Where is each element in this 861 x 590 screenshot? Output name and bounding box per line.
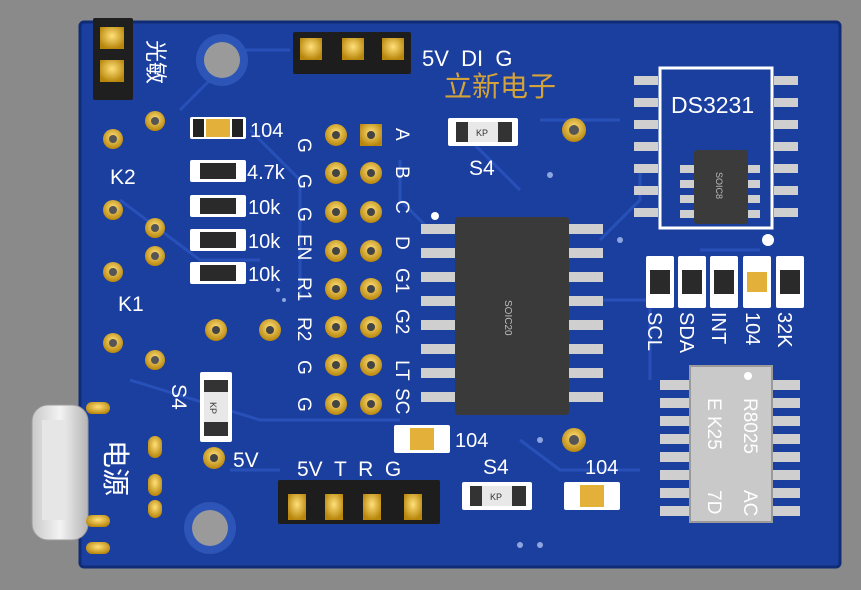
ds3231-label: DS3231 (671, 92, 754, 118)
svg-text:A: A (391, 128, 412, 141)
r47k-label: 4.7k (247, 162, 286, 184)
r10k-label-c: 10k (248, 264, 281, 286)
svg-text:G: G (293, 360, 314, 375)
k2-label: K2 (110, 166, 136, 189)
pin-labels-right: A B C D G1 G2 LT SC (391, 128, 412, 414)
s4-top-label: S4 (469, 157, 495, 180)
brand-label: 立新电子 (444, 71, 556, 102)
svg-text:R8025: R8025 (739, 398, 760, 454)
svg-text:KP: KP (490, 492, 502, 502)
smd-resistor-column (190, 117, 246, 284)
svg-text:EN: EN (293, 234, 314, 260)
svg-text:G: G (293, 174, 314, 189)
top-header-label: 5V DI G (422, 46, 512, 71)
s4-switch-bottom: KP (462, 482, 532, 510)
ds3231-module (634, 66, 798, 246)
pin-header-pads (325, 124, 382, 415)
rx8025-text: R8025 AC E K25 7D (703, 398, 760, 516)
mounting-holes (184, 34, 586, 554)
vias (276, 172, 623, 548)
svg-text:C: C (391, 200, 412, 214)
switch-pads (103, 111, 165, 370)
svg-text:KP: KP (476, 128, 488, 138)
c104-label-a: 104 (250, 120, 283, 142)
s4-left-label: S4 (167, 384, 190, 410)
bottom-header-connector (278, 480, 440, 524)
svg-text:R2: R2 (293, 317, 314, 341)
svg-text:SCL: SCL (643, 312, 665, 351)
s4-bottom-label: S4 (483, 456, 509, 479)
svg-text:32K: 32K (773, 312, 795, 348)
rtc-passives (646, 256, 804, 308)
svg-text:LT: LT (391, 360, 412, 381)
s4-switch-top: KP (448, 118, 518, 146)
light-sensor-jumper (93, 18, 133, 100)
soic8-label: SOIC8 (714, 172, 724, 199)
svg-text:E K25: E K25 (703, 398, 724, 450)
svg-text:SDA: SDA (675, 312, 697, 354)
svg-text:D: D (391, 236, 412, 250)
power-label: 电源 (100, 440, 131, 496)
v5-label: 5V (233, 449, 259, 472)
rx8025-module (660, 365, 800, 523)
svg-text:SC: SC (391, 388, 412, 414)
c104-label-c: 104 (585, 457, 618, 479)
svg-text:G: G (293, 397, 314, 412)
pin-labels-left: G G G EN R1 R2 G G (293, 138, 314, 412)
c104-label-b: 104 (455, 430, 488, 452)
svg-text:B: B (391, 166, 412, 179)
svg-text:G2: G2 (391, 309, 412, 334)
svg-text:G1: G1 (391, 268, 412, 293)
top-header-connector (293, 32, 411, 74)
soic20-chip (421, 212, 603, 415)
svg-text:AC: AC (739, 490, 760, 516)
svg-text:INT: INT (707, 312, 729, 344)
k1-label: K1 (118, 293, 144, 316)
usb-c-connector (31, 402, 162, 554)
rtc-labels: SCL SDA INT 104 32K (643, 312, 795, 354)
svg-text:G: G (293, 138, 314, 153)
svg-text:R1: R1 (293, 277, 314, 301)
svg-text:7D: 7D (703, 490, 724, 514)
r10k-label-a: 10k (248, 197, 281, 219)
svg-text:104: 104 (741, 312, 763, 345)
svg-text:KP: KP (208, 402, 218, 414)
misc-pads (203, 319, 281, 469)
s4-switch-left: KP (200, 372, 232, 442)
svg-text:G: G (293, 207, 314, 222)
soic20-label: SOIC20 (502, 300, 513, 336)
light-sensor-label: 光敏 (143, 40, 168, 84)
r10k-label-b: 10k (248, 231, 281, 253)
bottom-header-label: 5V T R G (297, 458, 401, 481)
bottom-capacitors (394, 425, 620, 510)
